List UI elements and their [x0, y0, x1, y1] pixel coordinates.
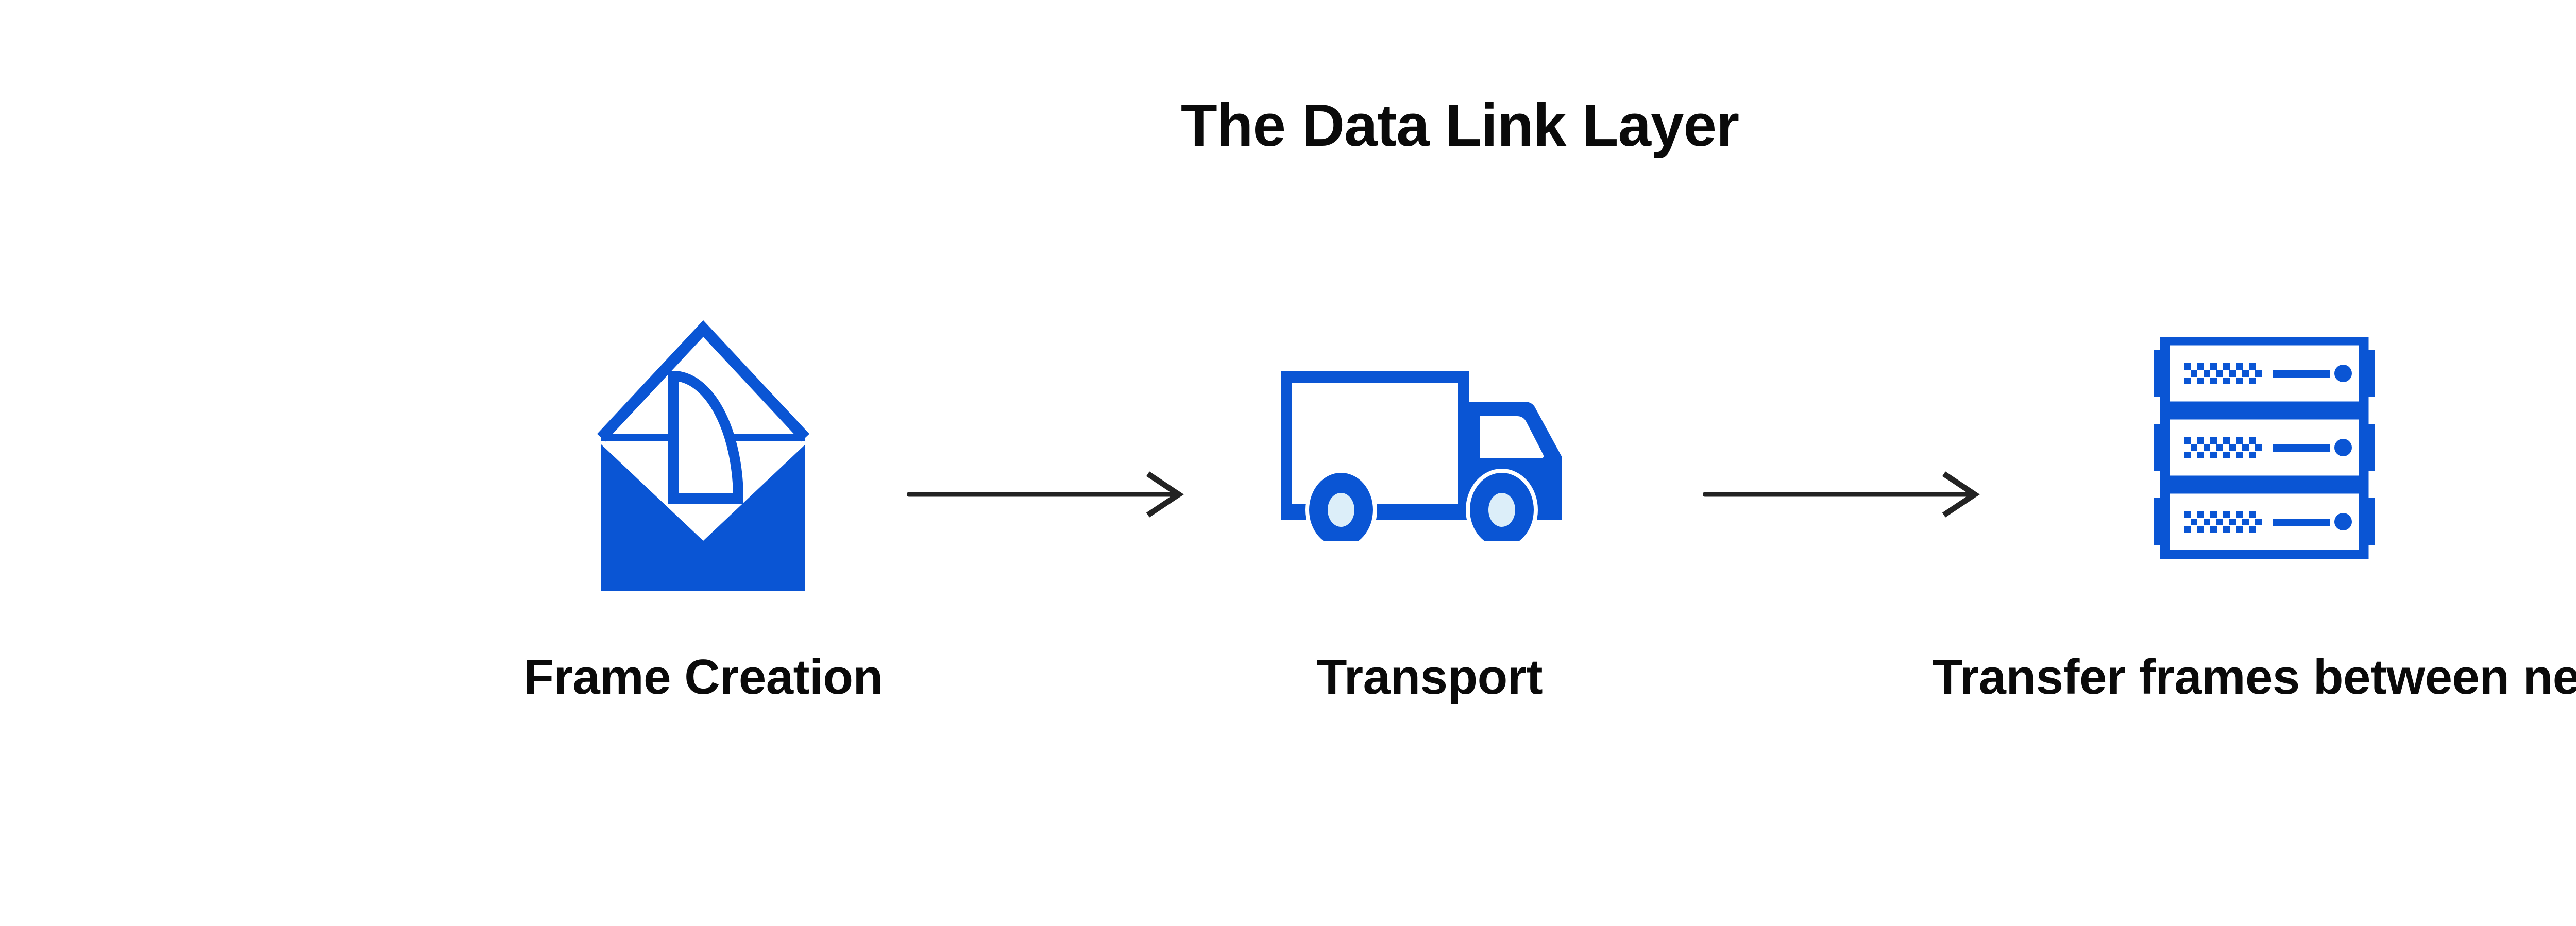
arrow-right-icon [1703, 471, 1980, 518]
server-rack-icon [2154, 337, 2375, 559]
process-flow: Frame Creation [0, 288, 2576, 762]
open-envelope-icon-wrapper [242, 288, 1164, 608]
open-envelope-icon [597, 320, 810, 591]
arrow-right-icon [907, 471, 1184, 518]
flow-step-label-transport: Transport [1316, 649, 1543, 705]
server-unit-3 [2154, 489, 2375, 555]
flow-step-transport: Transport [1061, 288, 1798, 762]
flow-step-label-frame-creation: Frame Creation [523, 649, 883, 705]
delivery-truck-icon [1281, 371, 1562, 541]
delivery-truck-icon-wrapper [1061, 288, 1798, 608]
flow-step-transfer: Transfer frames between net [1798, 288, 2576, 762]
arrow-right-icon-1 [907, 464, 1188, 525]
server-unit-1 [2154, 340, 2375, 406]
flow-step-label-transfer: Transfer frames between net [1932, 649, 2576, 705]
server-rack-icon-wrapper [1798, 288, 2576, 608]
server-unit-2 [2154, 415, 2375, 481]
flow-step-frame-creation: Frame Creation [242, 288, 1164, 762]
arrow-right-icon-2 [1703, 464, 1984, 525]
page-title: The Data Link Layer [1180, 92, 1739, 159]
